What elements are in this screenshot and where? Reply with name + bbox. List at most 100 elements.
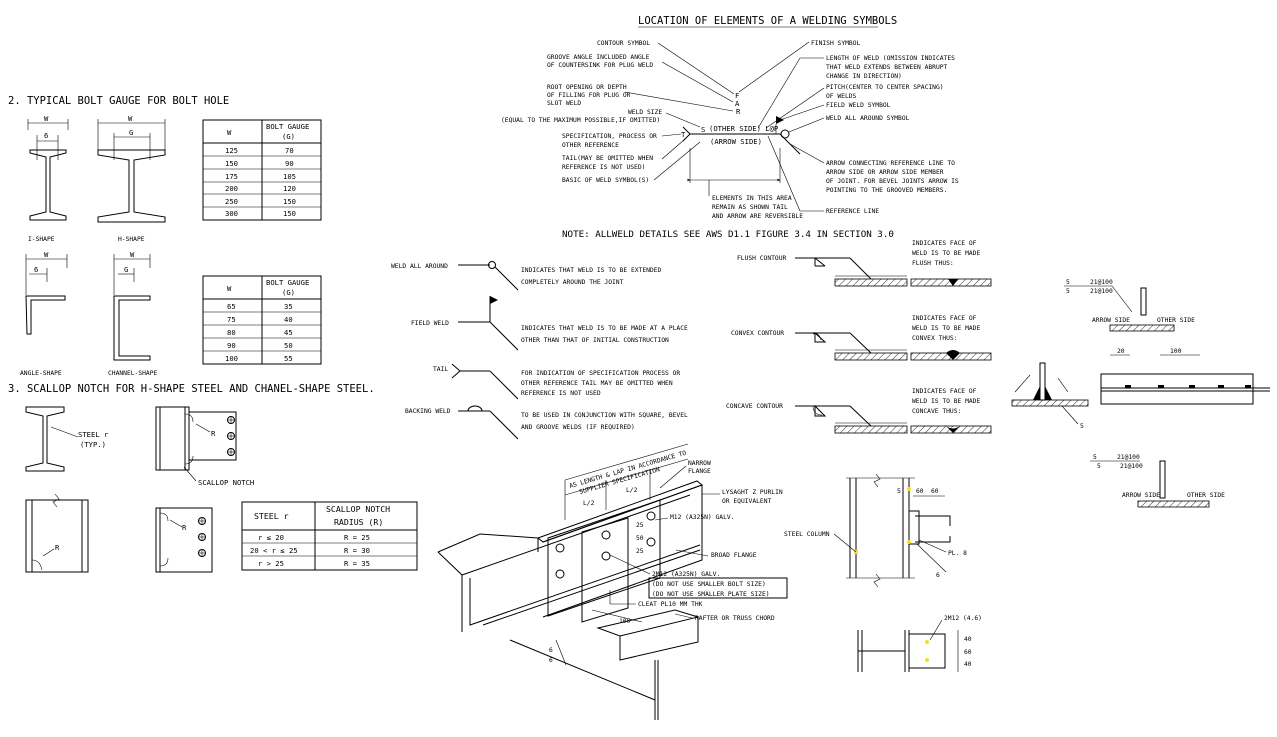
col-pl8: PL. 8 (948, 550, 967, 557)
ws-length-3: CHANGE IN DIRECTION) (826, 73, 902, 80)
fd1-five-a: 5 (1066, 279, 1070, 286)
sup-bw-desc-2: AND GROOVE WELDS (IF REQUIRED) (521, 424, 635, 431)
scallop-r-3: R (182, 523, 187, 532)
sup-fw-desc-2: OTHER THAN THAT OF INITIAL CONSTRUCTION (521, 337, 669, 344)
ws-tail-1: TAIL(MAY BE OMITTED WHEN (562, 155, 653, 162)
t2-cell: 35 (284, 302, 293, 311)
fd2-other-side: OTHER SIDE (1187, 492, 1225, 499)
purlin-dim-100: 100 (619, 618, 631, 625)
concave-desc-2: WELD IS TO BE MADE (912, 398, 980, 405)
col-dim-40: 40 (964, 636, 972, 643)
fillet-weld-detail-section: 5 (1011, 362, 1089, 430)
col-dim-60b: 60 (931, 488, 939, 495)
purlin-lysaght-1: LYSAGHT Z PURLIN (722, 489, 783, 496)
convex-desc-3: CONVEX THUS: (912, 335, 958, 342)
t1-head-g: (G) (282, 132, 295, 141)
angle-g-label: 6 (34, 265, 38, 274)
purlin-l2-a: L/2 (583, 500, 595, 507)
purlin-six-a: 6 (549, 647, 553, 654)
t1-cell: 70 (285, 146, 294, 155)
i-shape-drawing: W 6 I-SHAPE (27, 114, 69, 243)
flush-desc-3: FLUSH THUS: (912, 260, 954, 267)
concave-label: CONCAVE CONTOUR (726, 403, 783, 410)
purlin-cleat: CLEAT PL10 MM THK (638, 601, 703, 608)
t2-cell: 80 (227, 328, 236, 337)
t3-cell: R = 25 (344, 533, 370, 542)
purlin-2m12: 2M12 (A325N) GALV. (652, 571, 720, 578)
purlin-dim-50: 50 (636, 535, 644, 542)
weld-symbol-diagram: S (OTHER SIDE) L@P (ARROW SIDE) T F A R … (501, 40, 959, 220)
fillet-weld-detail-1: 5 5 21@100 21@100 ARROW SIDE OTHER SIDE (1064, 279, 1195, 332)
flush-desc-2: WELD IS TO BE MADE (912, 250, 980, 257)
purlin-lysaght-2: OR EQUIVALENT (722, 498, 771, 505)
ws-r: R (736, 107, 741, 116)
ws-arrow-2: ARROW SIDE OR ARROW SIDE MEMBER (826, 169, 944, 176)
col-dim-60c: 60 (964, 649, 972, 656)
col-steel-label: STEEL COLUMN (784, 531, 830, 538)
fd2-five-a: 5 (1093, 454, 1097, 461)
ws-finish: FINISH SYMBOL (811, 40, 860, 47)
fd1-five-b: 5 (1066, 288, 1070, 295)
fd1-arrow-side: ARROW SIDE (1092, 317, 1130, 324)
purlin-dim-25: 25 (636, 522, 644, 529)
i-g-label: 6 (44, 131, 48, 140)
ws-groove-2: OF COUNTERSINK FOR PLUG WELD (547, 62, 653, 69)
ws-size-2: (EQUAL TO THE MAXIMUM POSSIBLE,IF OMITTE… (501, 117, 660, 124)
h-shape-drawing: W G H-SHAPE (97, 114, 166, 243)
ws-arrow-1: ARROW CONNECTING REFERENCE LINE TO (826, 160, 955, 167)
t3-head-scallop: SCALLOP NOTCH (326, 504, 390, 514)
fd2-five-b: 5 (1097, 463, 1101, 470)
t2-cell: 100 (225, 354, 238, 363)
t3-head-radius: RADIUS (R) (334, 517, 383, 527)
t2-cell: 65 (227, 302, 236, 311)
convex-desc-1: INDICATES FACE OF (912, 315, 977, 322)
ws-pitch-1: PITCH(CENTER TO CENTER SPACING) (826, 84, 944, 91)
t1-cell: 125 (225, 146, 238, 155)
ws-elements-3: AND ARROW ARE REVERSIBLE (712, 213, 803, 220)
ws-arrow-3: OF JOINT. FOR BEVEL JOINTS ARROW IS (826, 178, 959, 185)
ws-spec-2: OTHER REFERENCE (562, 142, 619, 149)
i-shape-label: I-SHAPE (28, 236, 55, 243)
ws-arrow-4: POINTING TO THE GROOVED MEMBERS. (826, 187, 947, 194)
sup-wa-label: WELD ALL AROUND (391, 263, 448, 270)
fd-section-5: 5 (1080, 423, 1084, 430)
t2-head-gauge: BOLT GAUGE (266, 278, 309, 287)
sup-tail-label: TAIL (433, 366, 448, 373)
ws-groove-1: GROOVE ANGLE INCLUDED ANGLE (547, 54, 650, 61)
t2-cell: 75 (227, 315, 236, 324)
purlin-l2-b: L/2 (626, 487, 638, 494)
ws-a: A (735, 99, 740, 108)
sup-fw-desc-1: INDICATES THAT WELD IS TO BE MADE AT A P… (521, 325, 688, 332)
purlin-dim-25b: 25 (636, 548, 644, 555)
welding-title: LOCATION OF ELEMENTS OF A WELDING SYMBOL… (638, 15, 897, 27)
t2-cell: 45 (284, 328, 293, 337)
t2-head-w: W (227, 284, 232, 293)
ws-contour: CONTOUR SYMBOL (597, 40, 650, 47)
t1-head-w: W (227, 128, 232, 137)
angle-w-label: W (44, 250, 49, 259)
col-dim-60: 60 (916, 488, 924, 495)
column-bolt-detail: 2M12 (4.6) 40 60 40 (857, 615, 982, 672)
ws-root-3: SLOT WELD (547, 100, 581, 107)
t1-cell: 300 (225, 209, 238, 218)
t1-cell: 150 (225, 159, 238, 168)
ws-length-1: LENGTH OF WELD (OMISSION INDICATES (826, 55, 955, 62)
sup-fw-label: FIELD WELD (411, 320, 449, 327)
sup-tail-desc-3: REFERENCE IS NOT USED (521, 390, 601, 397)
ws-basic: BASIC OF WELD SYMBOL(S) (562, 177, 649, 184)
convex-desc-2: WELD IS TO BE MADE (912, 325, 980, 332)
supplementary-symbols: WELD ALL AROUND INDICATES THAT WELD IS T… (391, 261, 688, 440)
t1-cell: 150 (283, 209, 296, 218)
ws-all-around: WELD ALL AROUND SYMBOL (826, 115, 910, 122)
sup-wa-desc-2: COMPLETELY AROUND THE JOINT (521, 279, 624, 286)
col-dim-5: 5 (897, 488, 901, 495)
purlin-rafter: RAFTER OR TRUSS CHORD (695, 615, 775, 622)
ws-field: FIELD WELD SYMBOL (826, 102, 891, 109)
t1-cell: 175 (225, 172, 238, 181)
t2-cell: 90 (227, 341, 236, 350)
ws-size-1: WELD SIZE (628, 109, 662, 116)
t3-cell: r > 25 (258, 559, 284, 568)
h-w-label: W (128, 114, 133, 123)
